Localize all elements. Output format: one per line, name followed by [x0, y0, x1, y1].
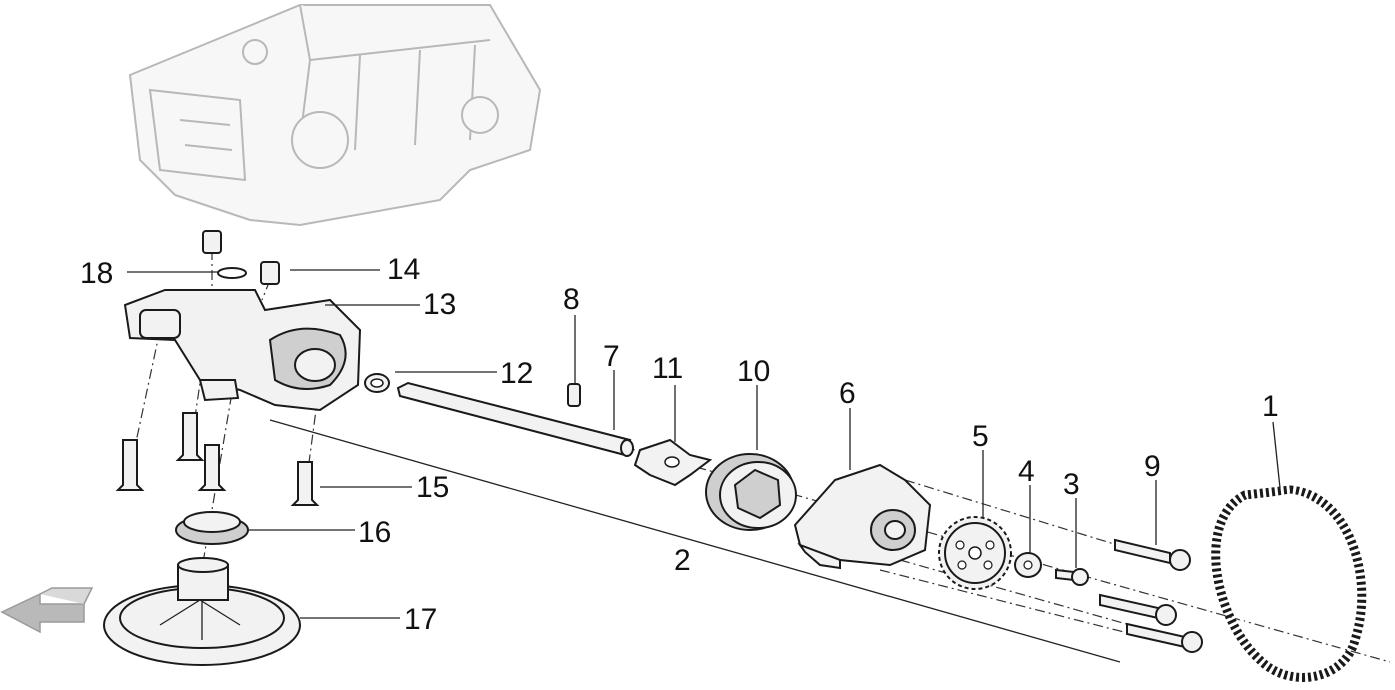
- axis-centerline: [599, 439, 1391, 663]
- pump-sprocket-part: [938, 516, 1012, 590]
- pump-cover-part: [793, 463, 932, 570]
- pump-body-part: [123, 289, 362, 412]
- guide-right-bolt: [307, 394, 319, 471]
- outer-rotor-part: [705, 453, 797, 531]
- direction-arrow-icon: [0, 587, 94, 634]
- callout-6: 6: [839, 377, 856, 410]
- cover-bolts-part: [1099, 538, 1203, 653]
- drive-pin-part: [567, 383, 581, 407]
- dowel-pin-part: [260, 261, 280, 285]
- callout-14: 14: [387, 253, 420, 286]
- pump-bolts-part: [115, 412, 320, 506]
- callout-5: 5: [972, 420, 989, 453]
- callout-10: 10: [737, 355, 770, 388]
- callout-12: 12: [500, 357, 533, 390]
- callout-17: 17: [404, 603, 437, 636]
- bolt-guide-1: [904, 479, 1151, 556]
- oil-strainer-part: [103, 557, 301, 666]
- callout-11: 11: [652, 352, 683, 385]
- callout-3: 3: [1063, 468, 1080, 501]
- callout-4: 4: [1018, 455, 1035, 488]
- drive-chain-part: [1211, 485, 1367, 682]
- callout-7: 7: [603, 340, 620, 373]
- engine-block-outline-icon: [128, 4, 542, 227]
- guide-left-bolt: [129, 329, 161, 471]
- dowel-pin-upper-part: [202, 230, 222, 254]
- callout-15: 15: [416, 471, 449, 504]
- leader-2-line: [269, 419, 1121, 663]
- inner-rotor-part: [633, 438, 713, 487]
- leader-lines: [127, 269, 1281, 619]
- callout-18: 18: [80, 257, 113, 290]
- callout-8: 8: [563, 283, 580, 316]
- callout-2: 2: [674, 544, 691, 577]
- strainer-seal-part: [175, 511, 249, 545]
- callout-1: 1: [1262, 390, 1279, 423]
- sprocket-bolt-part: [1055, 568, 1089, 586]
- shaft-seal-ring-part: [364, 373, 390, 393]
- callout-16: 16: [358, 516, 391, 549]
- o-ring-small-part: [217, 267, 247, 279]
- callout-9: 9: [1144, 450, 1161, 483]
- washer-part: [1014, 552, 1042, 578]
- pump-shaft-part: [396, 381, 634, 457]
- callout-13: 13: [423, 288, 456, 321]
